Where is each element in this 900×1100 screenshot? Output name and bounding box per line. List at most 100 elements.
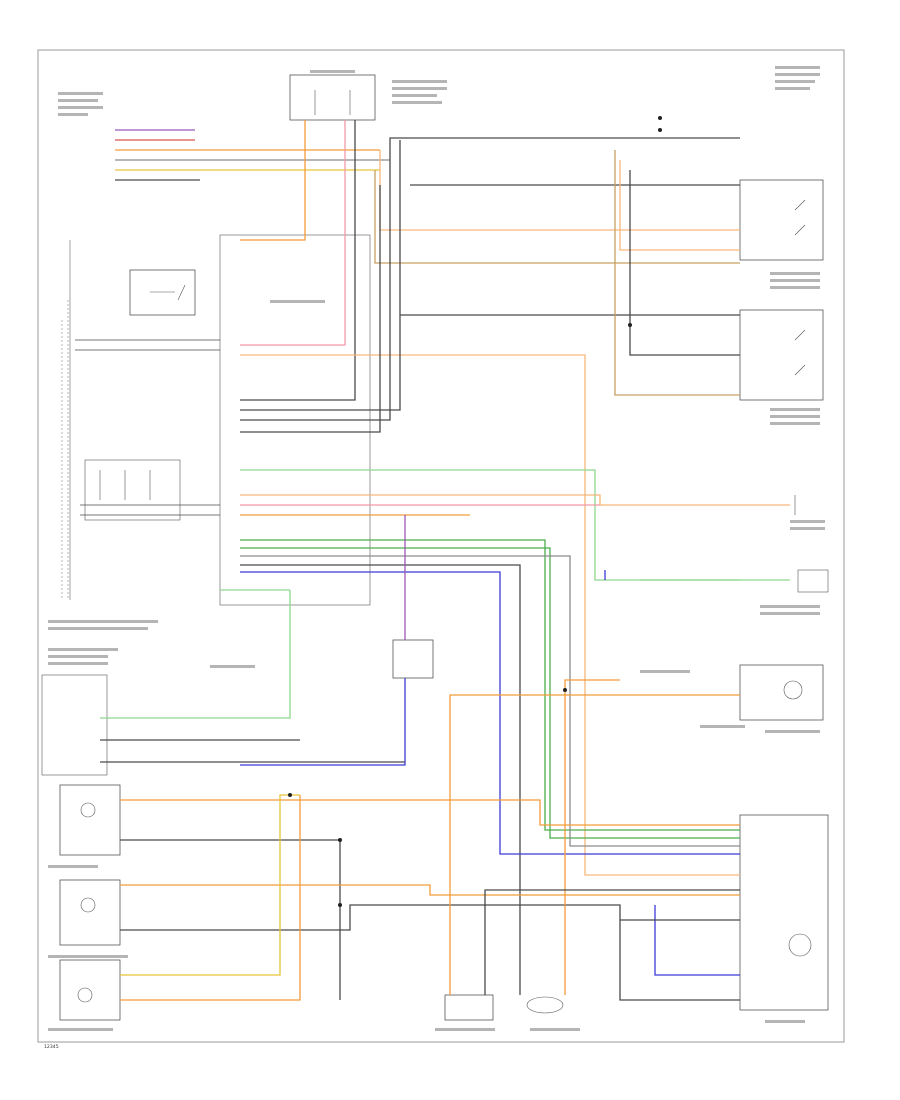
text-mark [775, 66, 820, 69]
wire-lamp1-black [120, 839, 341, 1000]
wire-fuse-black [240, 120, 356, 401]
text-mark [640, 670, 690, 673]
text-mark [765, 730, 820, 733]
text-mark [48, 662, 108, 665]
splice-dot [658, 116, 662, 120]
wires [69, 120, 790, 1001]
text-mark [310, 70, 355, 73]
text-mark [530, 1028, 580, 1031]
splice-dot [658, 128, 662, 132]
wire-fuse-pink [240, 120, 346, 346]
unit-lower-right [739, 814, 829, 1011]
text-mark [48, 648, 118, 651]
wire-h-lightorange [379, 150, 740, 231]
splice-dot [288, 793, 292, 797]
text-mark [48, 627, 148, 630]
wire-green-long [240, 539, 740, 831]
wire-black-riser-2 [240, 160, 391, 421]
wire-lamp2-black [120, 904, 740, 1001]
text-mark [760, 612, 820, 615]
lamp-1-symbol [80, 802, 96, 818]
text-mark [392, 87, 447, 90]
wire-bottom-black [484, 889, 740, 995]
lamp-left-3 [59, 959, 121, 1021]
text-mark [392, 101, 442, 104]
switch-box-right-2 [739, 309, 824, 401]
text-mark [770, 415, 820, 418]
splice-dot [338, 903, 342, 907]
lamp-left-1 [59, 784, 121, 856]
text-mark [770, 279, 820, 282]
text-mark [770, 286, 820, 289]
diagram-frame [37, 49, 845, 1043]
center-module [392, 639, 434, 679]
wire-right-lightorange [619, 160, 740, 251]
switch-group-left [41, 674, 108, 776]
wire-fuse-orange [240, 120, 306, 241]
label-placeholders [48, 66, 825, 1031]
wire-right-tan [614, 150, 740, 396]
text-mark [58, 106, 103, 109]
wire-black-riser-3 [240, 185, 381, 433]
wire-lamp1-orange [120, 799, 740, 826]
wire-lower-right-blue [654, 905, 740, 976]
wire-black-down [240, 564, 521, 995]
text-mark [48, 1028, 113, 1031]
wire-h-orange-long [240, 354, 740, 876]
text-mark [392, 80, 447, 83]
wire-lamp3-orange [120, 795, 301, 1001]
text-mark [58, 99, 98, 102]
text-mark [775, 80, 815, 83]
wire-bottom-orange [449, 694, 740, 995]
wire-lower-lightgreen [100, 590, 291, 719]
relay-left-upper [129, 269, 196, 316]
connector-right-mid [797, 569, 829, 593]
text-mark [770, 408, 820, 411]
text-mark [700, 725, 745, 728]
splice-dot [563, 688, 567, 692]
wire-top-right-black [389, 137, 740, 160]
splice-points [288, 116, 662, 907]
switch-1-contact-b [794, 224, 806, 236]
wire-center-blue [240, 678, 406, 766]
text-mark [58, 92, 103, 95]
wire-green-long-2 [240, 547, 740, 839]
lamp-left-2 [59, 879, 121, 946]
splice-dot [628, 323, 632, 327]
switch-2-contact [794, 329, 806, 341]
text-mark [760, 605, 820, 608]
fuse-group-left [84, 459, 181, 521]
relay-contact [177, 284, 186, 301]
lamp-bottom-left [444, 994, 494, 1021]
wire-blue-long [240, 571, 740, 855]
switch-2-contact-b [794, 364, 806, 376]
diagram-code: 12345 [44, 1044, 59, 1050]
text-mark [48, 865, 98, 868]
lamp-3-symbol [77, 987, 93, 1003]
switch-box-right-1 [739, 179, 824, 261]
text-mark [48, 620, 158, 623]
motor-box-right [739, 664, 824, 721]
wire-mid-orange-right [240, 494, 790, 506]
wire-gray-long [240, 555, 740, 847]
text-mark [210, 665, 255, 668]
text-mark [775, 87, 810, 90]
fuse-block-top [289, 74, 376, 121]
wire-lamp2-orange [120, 884, 740, 896]
wire-h-tan [374, 170, 740, 264]
text-mark [48, 955, 128, 958]
splice-dot [338, 838, 342, 842]
wire-black-riser [240, 140, 401, 411]
text-mark [770, 272, 820, 275]
text-mark [790, 527, 825, 530]
text-mark [790, 520, 825, 523]
text-mark [48, 655, 108, 658]
text-mark [435, 1028, 495, 1031]
switch-1-contact [794, 199, 806, 211]
text-mark [770, 422, 820, 425]
lamp-2-symbol [80, 897, 96, 913]
text-mark [270, 300, 325, 303]
lamp-bottom-right [526, 996, 564, 1014]
